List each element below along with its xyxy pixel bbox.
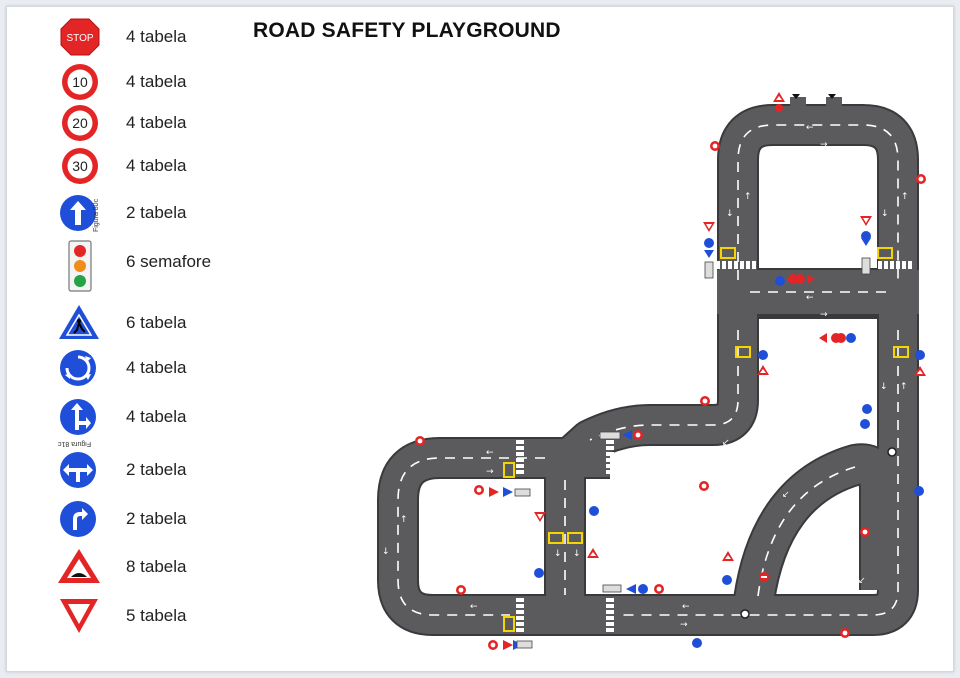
speed-limit-10-icon: 10 bbox=[62, 64, 98, 100]
legend-row-roundabout: 4 tabela bbox=[0, 348, 260, 388]
legend-label: 6 semafore bbox=[126, 252, 212, 271]
lane-markings bbox=[397, 124, 899, 616]
svg-text:↑: ↑ bbox=[400, 515, 408, 525]
speed-limit-30-icon: 30 bbox=[62, 148, 98, 184]
svg-text:↓: ↓ bbox=[880, 382, 888, 392]
legend-label: 6 tabela bbox=[126, 313, 187, 332]
svg-text:→: → bbox=[820, 310, 828, 320]
legend-label: 2 tabela bbox=[126, 203, 187, 222]
svg-text:↑: ↑ bbox=[744, 192, 752, 202]
left-or-right-icon bbox=[60, 452, 96, 488]
svg-text:→: → bbox=[680, 620, 688, 630]
svg-text:→: → bbox=[820, 140, 828, 150]
legend-label: 4 tabela bbox=[126, 113, 187, 132]
speed-sign-text: 10 bbox=[72, 74, 88, 90]
legend-row-speed-20: 20 4 tabela bbox=[0, 103, 260, 143]
turn-right-icon bbox=[60, 501, 96, 537]
stop-sign-icon: STOP bbox=[60, 18, 100, 56]
legend-row-turn-right: 2 tabela bbox=[0, 499, 260, 539]
legend-label: 5 tabela bbox=[126, 606, 187, 625]
svg-text:←: ← bbox=[682, 602, 690, 612]
legend-label: 4 tabela bbox=[126, 27, 187, 46]
legend-row-stop: STOP 4 tabela bbox=[0, 17, 260, 57]
pedestrian-crossing-icon bbox=[59, 305, 99, 339]
svg-text:↑: ↑ bbox=[900, 382, 908, 392]
legend-row-pedestrian: 6 tabela bbox=[0, 303, 260, 343]
road-network bbox=[377, 97, 919, 636]
svg-text:←: ← bbox=[470, 602, 478, 612]
stop-sign-text: STOP bbox=[66, 33, 93, 44]
yield-sign-icon bbox=[60, 599, 98, 633]
svg-text:↓: ↓ bbox=[856, 412, 864, 422]
legend-row-left-or-right: 2 tabela bbox=[0, 450, 260, 490]
svg-text:↓: ↓ bbox=[554, 549, 562, 559]
legend-row-straight: 2 tabela bbox=[0, 193, 260, 233]
legend-label: 4 tabela bbox=[126, 407, 187, 426]
svg-text:←: ← bbox=[806, 123, 814, 133]
svg-text:↙: ↙ bbox=[722, 438, 730, 448]
svg-text:↙: ↙ bbox=[858, 576, 866, 586]
legend-label: 2 tabela bbox=[126, 460, 187, 479]
svg-text:↓: ↓ bbox=[881, 209, 889, 219]
svg-text:↙: ↙ bbox=[782, 490, 790, 500]
roundabout-icon bbox=[60, 350, 96, 386]
svg-text:↗: ↗ bbox=[736, 445, 744, 455]
straight-ahead-icon bbox=[60, 195, 96, 231]
legend-label: 8 tabela bbox=[126, 557, 187, 576]
legend-row-yield: 5 tabela bbox=[0, 596, 260, 636]
direction-arrows: ↓ ↑ ↓ ↑ ← → ← → ↓ ↑ ↙ ↗ ← → ↓ ↑ ← ← → ↓ ↓ ↙ ↙ ↓ bbox=[382, 123, 909, 630]
svg-text:↑: ↑ bbox=[901, 192, 909, 202]
legend-row-traffic-light: 6 semafore bbox=[0, 240, 260, 292]
legend-label: 4 tabela bbox=[126, 72, 187, 91]
svg-text:↓: ↓ bbox=[573, 549, 581, 559]
traffic-light-icon bbox=[68, 240, 92, 292]
legend-row-speed-30: 30 4 tabela bbox=[0, 146, 260, 186]
legend-row-warning: 8 tabela bbox=[0, 547, 260, 587]
signal-boxes bbox=[503, 247, 909, 632]
warning-triangle-icon bbox=[58, 549, 100, 583]
svg-text:→: → bbox=[486, 467, 494, 477]
legend-row-straight-or-right: 4 tabela bbox=[0, 397, 260, 437]
page-title: ROAD SAFETY PLAYGROUND bbox=[253, 19, 561, 42]
svg-text:←: ← bbox=[486, 448, 494, 458]
crosswalks bbox=[516, 261, 912, 632]
map-signs bbox=[415, 92, 926, 650]
svg-text:↓: ↓ bbox=[726, 209, 734, 219]
speed-sign-text: 30 bbox=[72, 158, 88, 174]
legend-label: 4 tabela bbox=[126, 358, 187, 377]
svg-text:↓: ↓ bbox=[382, 547, 390, 557]
legend-label: 4 tabela bbox=[126, 156, 187, 175]
legend-label: 2 tabela bbox=[126, 509, 187, 528]
speed-limit-20-icon: 20 bbox=[62, 105, 98, 141]
straight-or-right-icon bbox=[60, 399, 96, 435]
legend-row-speed-10: 10 4 tabela bbox=[0, 62, 260, 102]
speed-sign-text: 20 bbox=[72, 115, 88, 131]
svg-text:←: ← bbox=[806, 293, 814, 303]
